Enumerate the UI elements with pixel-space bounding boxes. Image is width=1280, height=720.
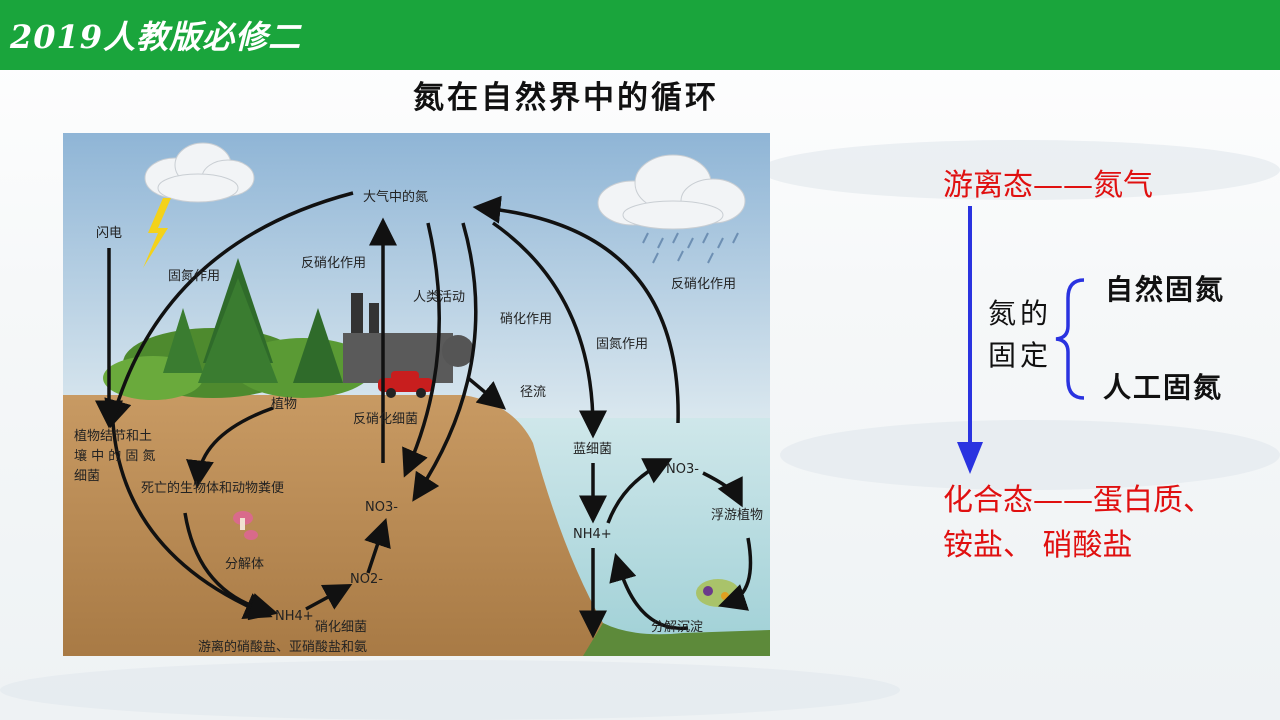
page-title: 氮在自然界中的循环 [413, 80, 719, 116]
label-human-activity: 人类活动 [413, 290, 465, 305]
arrow-nodule-to-nh4 [111, 422, 273, 619]
label-nitrogen-fixation-left: 固氮作用 [168, 269, 220, 284]
label-atmosphere-nitrogen: 大气中的氮 [363, 189, 428, 205]
arrow-fixation-sea [491, 221, 607, 439]
label-no2-land: NO2- [350, 572, 383, 587]
fixation-label-line1: 氮的 [988, 297, 1053, 330]
arrow-plant-to-dead [186, 406, 274, 489]
arrow-nitrification [412, 222, 478, 502]
seabed [583, 623, 770, 656]
free-state-text: 游离态——氮气 [943, 168, 1153, 203]
label-decomposers: 分解体 [225, 557, 264, 572]
background-streak [780, 420, 1280, 490]
arrow-debris-to-nh4 [609, 552, 689, 631]
nitrogen-cycle-illustration: 大气中的氮 闪电 固氮作用 反硝化作用 人类活动 硝化作用 固氮作用 反硝化作用… [63, 133, 770, 656]
label-nitrifying-bacteria: 硝化细菌 [315, 620, 367, 635]
label-no3-land: NO3- [365, 500, 398, 515]
label-denitrification-right: 反硝化作用 [671, 277, 736, 292]
arrow-runoff [466, 376, 507, 410]
arrow-dead-to-nh4 [183, 512, 279, 621]
label-denitrifying-bacteria: 反硝化细菌 [353, 412, 418, 427]
label-nitrification: 硝化作用 [500, 312, 552, 327]
cycle-arrows [95, 191, 753, 639]
label-nodule-bacteria-1: 植物结节和土 [74, 429, 152, 444]
label-nodule-bacteria-3: 细菌 [74, 469, 100, 484]
cloud-left-icon [144, 142, 255, 203]
label-nodule-bacteria-2: 壤 中 的 固 氮 [74, 448, 156, 464]
label-plankton: 浮游植物 [711, 508, 763, 523]
label-lightning: 闪电 [96, 226, 122, 241]
artificial-fixation-text: 人工固氮 [1103, 371, 1224, 404]
soil [63, 395, 770, 656]
arrow-denitrification-sea [472, 195, 680, 424]
rain-icon [642, 232, 739, 264]
arrow-nh4-to-no3-sea [606, 458, 673, 524]
header-title: 2019人教版必修二 [10, 18, 302, 56]
arrow-atmosphere-to-soil [104, 191, 354, 429]
label-denitrification-top: 反硝化作用 [301, 256, 366, 271]
background-streak [760, 140, 1280, 200]
label-plants: 植物 [271, 397, 297, 412]
compound-state-text: 化合态——蛋白质、 [943, 483, 1213, 518]
cloud-right-icon [597, 154, 746, 230]
label-dead-organisms: 死亡的生物体和动物粪便 [141, 480, 284, 496]
lightning-icon [143, 198, 171, 268]
mushroom-icon [233, 511, 258, 540]
label-no3-sea: NO3- [666, 462, 699, 477]
brace-icon [1052, 276, 1092, 402]
natural-fixation-text: 自然固氮 [1105, 273, 1226, 306]
label-cyanobacteria: 蓝细菌 [573, 442, 612, 457]
nitrogen-cycle-diagram: 大气中的氮 闪电 固氮作用 反硝化作用 人类活动 硝化作用 固氮作用 反硝化作用… [63, 133, 770, 656]
label-nh4-sea: NH4+ [573, 527, 612, 542]
arrow-nh4-to-no2 [305, 584, 353, 611]
arrow-no3-to-plankton [702, 471, 743, 508]
label-decompose-sediment: 分解沉淀 [651, 620, 703, 635]
arrow-human-activity [402, 222, 441, 478]
label-runoff: 径流 [520, 385, 546, 400]
background-streak [0, 660, 900, 720]
label-nitrogen-fixation-right: 固氮作用 [596, 337, 648, 352]
fixation-label-line2: 固定 [988, 339, 1053, 372]
header-bar: 2019人教版必修二 [0, 0, 1280, 70]
debris-icon [696, 579, 740, 607]
forest-icon [103, 258, 373, 400]
down-arrow-icon [955, 206, 985, 476]
arrow-plankton-to-debris [718, 537, 753, 611]
arrow-no2-to-no3 [364, 518, 391, 574]
label-free-salts: 游离的硝酸盐、亚硝酸盐和氨 [198, 639, 367, 655]
compound-state-text-line2: 铵盐、 硝酸盐 [943, 528, 1133, 563]
label-nh4-land: NH4+ [275, 609, 314, 624]
car-icon [378, 371, 433, 398]
